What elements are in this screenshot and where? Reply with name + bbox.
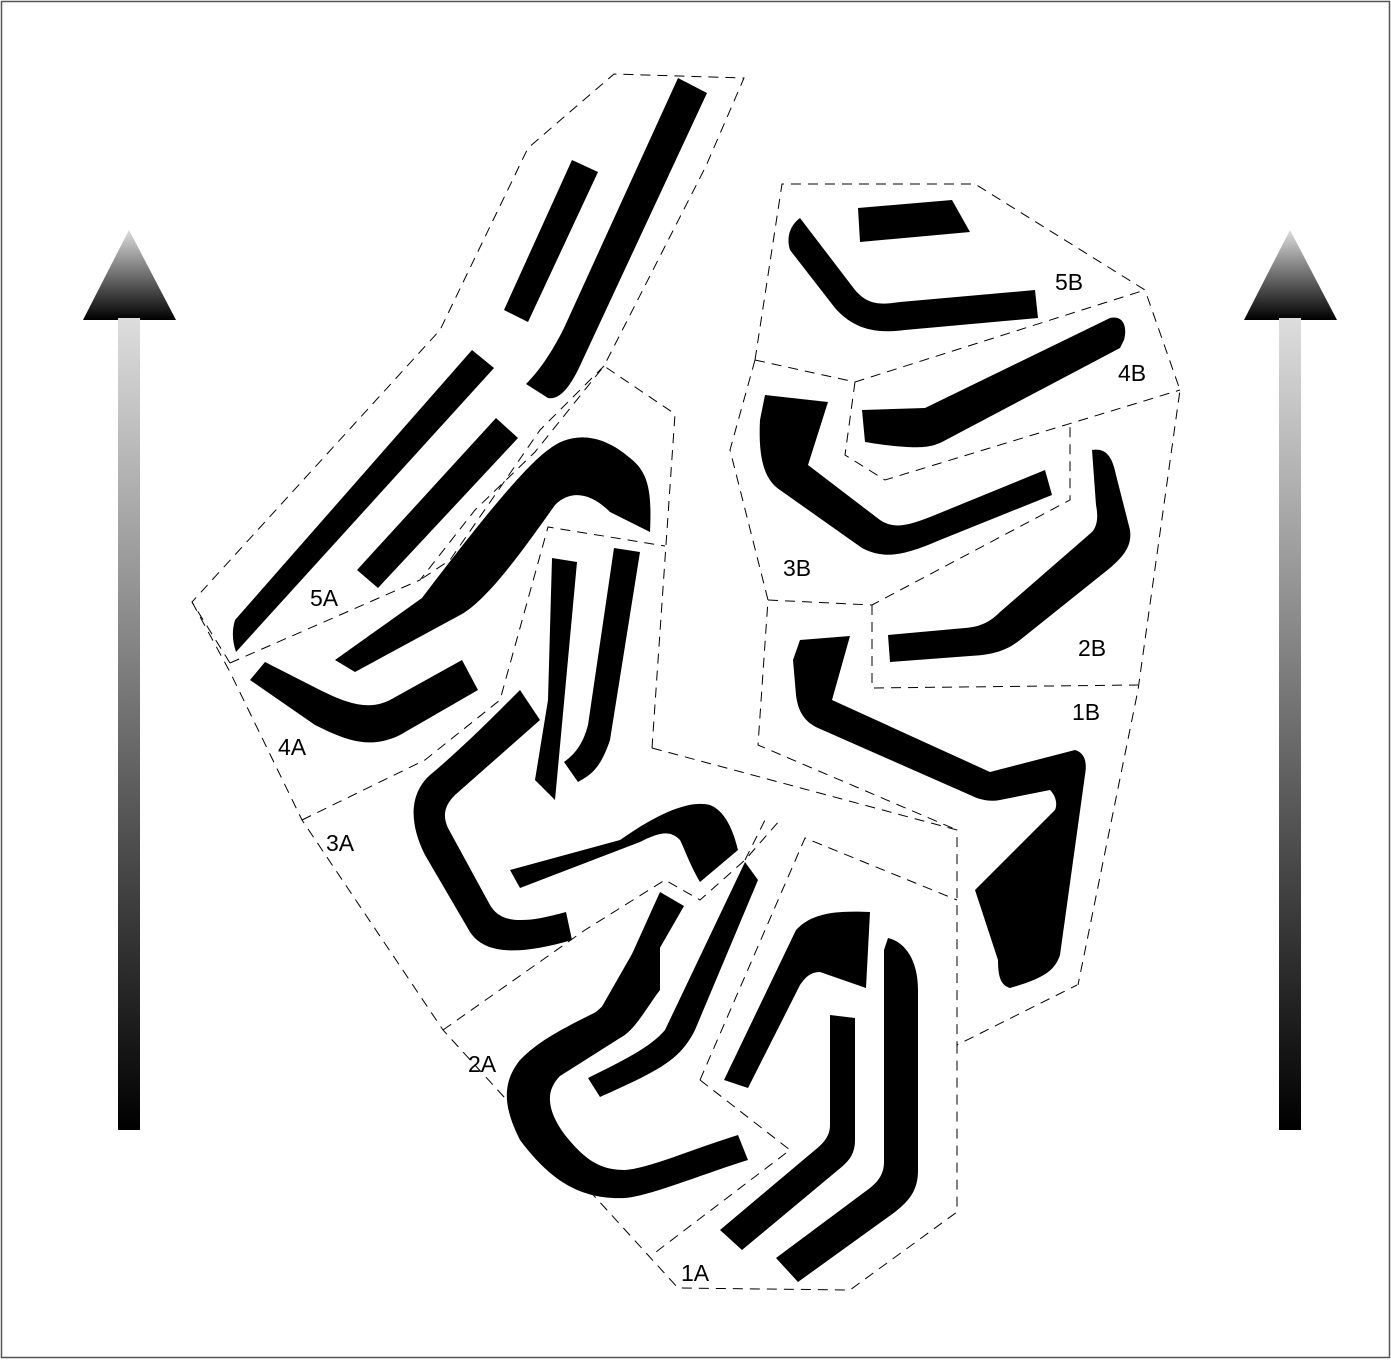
zone-label-2a: 2A bbox=[468, 1051, 497, 1077]
road-band bbox=[588, 862, 758, 1097]
zone-label-1a: 1A bbox=[681, 1260, 710, 1286]
zone-boundaries bbox=[192, 74, 1180, 1290]
left-arrow-icon bbox=[83, 230, 176, 1130]
road-band bbox=[510, 804, 738, 888]
road-band bbox=[250, 660, 478, 742]
road-band bbox=[862, 317, 1125, 447]
road-band bbox=[564, 548, 640, 782]
zone-label-4a: 4A bbox=[278, 734, 307, 760]
road-bands bbox=[233, 78, 1130, 1282]
zone-label-4b: 4B bbox=[1118, 360, 1146, 386]
road-band bbox=[888, 450, 1130, 662]
zone-label-2b: 2B bbox=[1078, 635, 1106, 661]
zone-label-5a: 5A bbox=[310, 585, 339, 611]
zone-label-5b: 5B bbox=[1055, 269, 1083, 295]
zone-label-1b: 1B bbox=[1072, 699, 1100, 725]
road-band bbox=[858, 200, 970, 242]
zone-label-3a: 3A bbox=[326, 830, 355, 856]
right-arrow-icon bbox=[1244, 230, 1337, 1130]
zone-label-3b: 3B bbox=[783, 555, 811, 581]
